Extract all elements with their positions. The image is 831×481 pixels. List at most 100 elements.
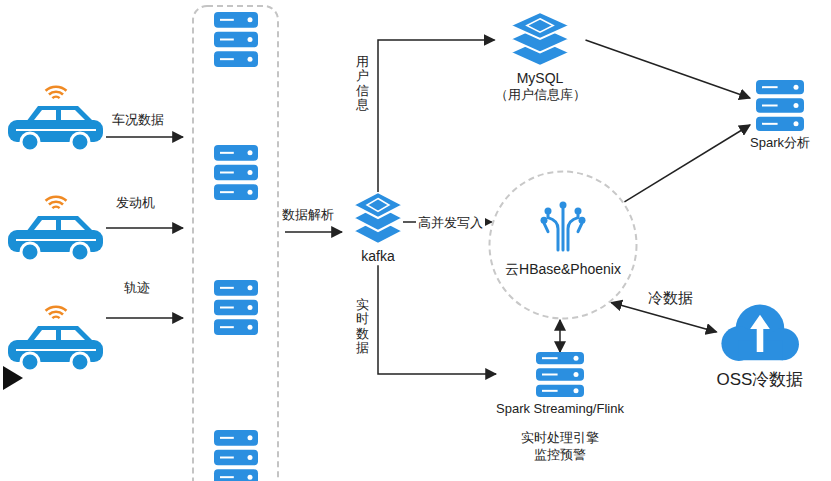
server-bar	[214, 51, 258, 67]
connector-arrow	[611, 302, 716, 332]
tree-branch	[562, 208, 565, 250]
edge-label: 用户信息	[356, 55, 369, 112]
server-slot	[220, 326, 234, 328]
cold-storage-node: OSS冷数据	[717, 302, 804, 391]
node-icon	[536, 352, 584, 398]
tree-node	[545, 208, 552, 215]
stream-engine-node: Spark Streaming/Flink实时处理引擎 监控预警	[496, 352, 624, 464]
server-led	[248, 455, 253, 460]
server-bar	[214, 12, 258, 28]
flow-arrow	[285, 231, 342, 233]
server-icon	[214, 430, 258, 481]
server-bar	[214, 300, 258, 316]
edge-label: 高并发写入	[416, 215, 485, 231]
signal-arc	[45, 305, 68, 311]
server-slot	[762, 86, 778, 88]
car-wheel	[71, 133, 89, 151]
flow-arrow	[106, 136, 183, 138]
server-led	[248, 17, 253, 22]
server-bar	[214, 32, 258, 48]
server-led	[248, 285, 253, 290]
stack-layer	[353, 192, 403, 218]
signal-arc	[52, 95, 61, 99]
node-icon	[719, 302, 801, 366]
car-wheel	[21, 243, 39, 261]
node-icon	[756, 80, 804, 132]
node-icon	[353, 192, 403, 244]
car-window	[61, 220, 85, 230]
node-icon	[510, 12, 570, 66]
connector-arrow	[559, 320, 561, 352]
server-icon	[214, 145, 258, 200]
server-icon	[214, 280, 258, 335]
server-led	[248, 57, 253, 62]
server-bar	[214, 145, 258, 161]
car-icon	[8, 195, 103, 261]
server-cluster-outline	[193, 6, 278, 481]
car-window	[61, 330, 85, 340]
server-bar	[214, 319, 258, 335]
queue-node: kafka	[353, 192, 403, 265]
stack-layer	[510, 12, 570, 39]
server-bar	[214, 280, 258, 296]
tree-branch	[544, 223, 548, 231]
car-stripe	[16, 349, 96, 351]
server-slot	[542, 357, 558, 359]
car-wheel	[71, 353, 89, 371]
server-bar	[756, 117, 804, 131]
server-slot	[220, 307, 234, 309]
flow-label: 发动机	[116, 195, 155, 211]
server-slot	[220, 437, 234, 439]
server-bar	[756, 98, 804, 112]
car-cabin	[26, 106, 94, 122]
car-window	[61, 110, 85, 120]
server-slot	[220, 58, 234, 60]
server-bar	[214, 430, 258, 446]
node-text: MySQL	[517, 69, 564, 87]
server-slot	[220, 191, 234, 193]
server-led	[573, 388, 578, 393]
server-bar	[756, 80, 804, 94]
connector-arrow	[624, 125, 750, 202]
server-slot	[220, 287, 234, 289]
server-slot	[762, 123, 778, 125]
flow-label: 数据解析	[282, 207, 334, 223]
server-bar	[214, 184, 258, 200]
node-text: 实时处理引擎 监控预警	[519, 430, 601, 464]
node-text: OSS冷数据	[717, 369, 804, 391]
storage-circle: 云HBase&Phoenix	[488, 170, 638, 320]
node-text: 云HBase&Phoenix	[505, 260, 621, 278]
server-bar	[536, 368, 584, 380]
node-text: Spark分析	[750, 135, 810, 152]
flow-label: 车况数据	[112, 112, 164, 128]
server-bar	[536, 385, 584, 397]
server-slot	[542, 374, 558, 376]
tree-node	[560, 202, 567, 209]
server-bar	[536, 352, 584, 364]
server-led	[248, 170, 253, 175]
server-slot	[220, 39, 234, 41]
car-icon	[8, 85, 103, 151]
connector-arrow	[586, 40, 751, 98]
server-led	[248, 475, 253, 480]
database-node: MySQL（用户信息库）	[495, 12, 586, 104]
stack-top-mark	[367, 199, 389, 212]
server-slot	[220, 476, 234, 478]
node-text: kafka	[361, 247, 394, 265]
server-led	[248, 325, 253, 330]
server-led	[248, 305, 253, 310]
server-icon	[536, 352, 584, 397]
car-window	[34, 110, 56, 120]
server-led	[248, 190, 253, 195]
signal-arc	[48, 310, 64, 315]
car-window	[34, 330, 56, 340]
car-cabin	[26, 216, 94, 232]
server-icon	[756, 80, 804, 131]
tree-node	[541, 217, 548, 224]
car-stripe	[16, 129, 96, 131]
signal-arc	[52, 205, 61, 209]
tree-branch	[578, 223, 582, 231]
